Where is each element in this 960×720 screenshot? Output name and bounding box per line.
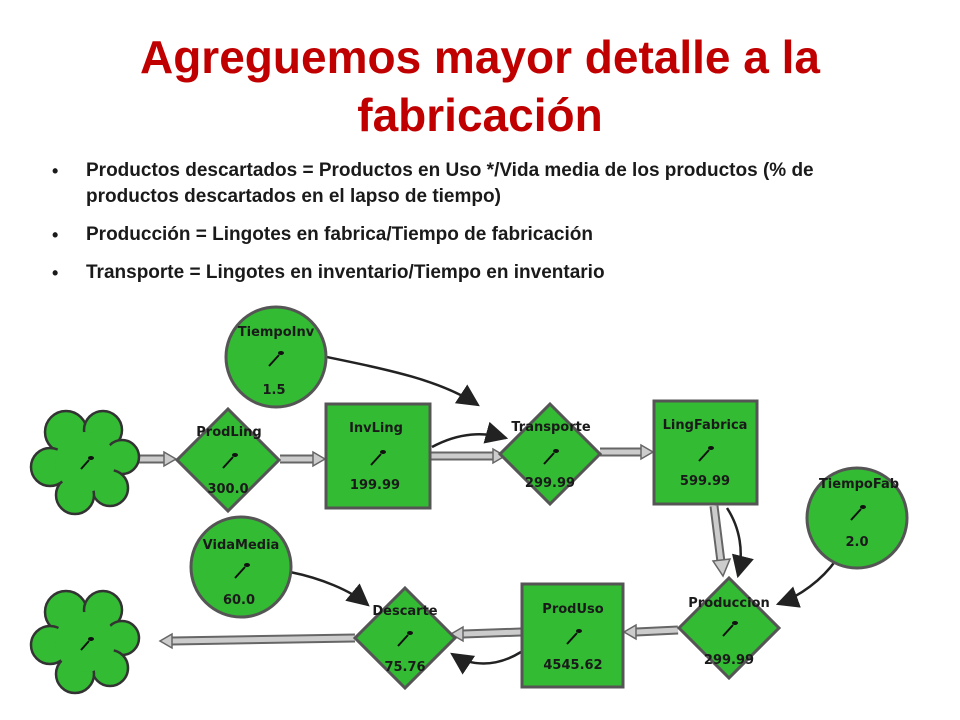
- node-produso: ProdUso 4545.62: [520, 582, 625, 689]
- wrench-icon: [722, 621, 738, 637]
- flow-pipe-prodling-invling: [280, 450, 327, 468]
- wrench-icon: [222, 453, 238, 469]
- node-lingfabrica: LingFabrica 599.99: [652, 399, 759, 506]
- node-invling-value: 199.99: [350, 478, 400, 493]
- node-invling: InvLing 199.99: [324, 402, 432, 510]
- wrench-icon: [397, 631, 413, 647]
- bullet-item-descartados: Productos descartados = Productos en Uso…: [50, 158, 910, 210]
- node-descarte-label: Descarte: [372, 604, 437, 619]
- node-produccion-label: Produccion: [688, 596, 770, 611]
- link-produso-descarte: [450, 650, 522, 675]
- cloud-sink-icon: [29, 589, 141, 695]
- bullet-item-produccion: Producción = Lingotes en fabrica/Tiempo …: [50, 222, 910, 248]
- flow-pipe-transporte-lingfabrica: [600, 443, 655, 461]
- node-produso-label: ProdUso: [542, 602, 603, 617]
- flow-pipe-lingfabrica-produccion: [709, 505, 732, 578]
- flow-pipe-produso-descarte: [449, 625, 522, 643]
- node-tiempofab-value: 2.0: [845, 535, 868, 550]
- node-vidamedia: VidaMedia 60.0: [189, 515, 293, 619]
- node-prodling: ProdLing 300.0: [174, 406, 282, 514]
- node-transporte: Transporte 299.99: [497, 401, 603, 507]
- node-descarte: Descarte 75.76: [352, 585, 458, 691]
- node-vidamedia-value: 60.0: [223, 593, 255, 608]
- node-vidamedia-label: VidaMedia: [203, 538, 280, 553]
- node-transporte-value: 299.99: [525, 476, 575, 491]
- node-tiempofab-label: TiempoFab: [819, 477, 899, 492]
- slide-title: Agreguemos mayor detalle a la fabricació…: [139, 31, 821, 141]
- node-tiempoinv: TiempoInv 1.5: [224, 305, 328, 409]
- bullet-item-transporte: Transporte = Lingotes en inventario/Tiem…: [50, 260, 910, 286]
- link-tiempofab-produccion: [775, 559, 838, 608]
- node-tiempofab: TiempoFab 2.0: [805, 466, 909, 570]
- wrench-icon: [698, 446, 714, 462]
- wrench-icon: [370, 450, 386, 466]
- link-vidamedia-descarte: [289, 570, 370, 607]
- node-prodling-value: 300.0: [207, 482, 248, 497]
- wrench-icon: [234, 563, 250, 579]
- node-lingfabrica-value: 599.99: [680, 474, 730, 489]
- wrench-icon: [850, 505, 866, 521]
- wrench-icon: [543, 449, 559, 465]
- node-lingfabrica-label: LingFabrica: [663, 418, 748, 433]
- flow-pipe-descarte-sink: [158, 632, 356, 650]
- node-prodling-label: ProdLing: [196, 425, 261, 440]
- node-produso-value: 4545.62: [543, 658, 602, 673]
- flow-pipe-produccion-produso: [622, 623, 679, 641]
- node-transporte-label: Transporte: [511, 420, 590, 435]
- link-lingfabrica-produccion: [725, 507, 754, 579]
- link-tiempoinv-transporte: [316, 353, 480, 407]
- bullet-list: Productos descartados = Productos en Uso…: [50, 158, 910, 298]
- node-descarte-value: 75.76: [384, 660, 425, 675]
- link-invling-transporte: [431, 421, 509, 449]
- wrench-icon: [268, 351, 284, 367]
- node-tiempoinv-value: 1.5: [262, 383, 285, 398]
- stock-flow-diagram: TiempoInv 1.5 TiempoFab 2.0 VidaMedia 60…: [29, 305, 909, 695]
- cloud-source-icon: [29, 409, 141, 516]
- node-tiempoinv-label: TiempoInv: [238, 325, 315, 340]
- wrench-icon: [566, 629, 582, 645]
- flow-pipe-invling-transporte: [430, 447, 507, 465]
- node-invling-label: InvLing: [349, 421, 403, 436]
- node-produccion-value: 299.99: [704, 653, 754, 668]
- node-produccion: Produccion 299.99: [676, 575, 782, 681]
